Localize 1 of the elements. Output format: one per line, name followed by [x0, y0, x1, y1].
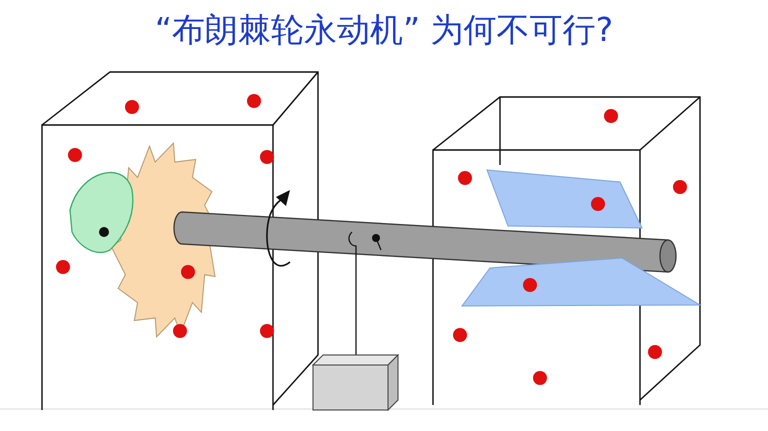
- title: “布朗棘轮永动机” 为何不可行?: [154, 9, 614, 51]
